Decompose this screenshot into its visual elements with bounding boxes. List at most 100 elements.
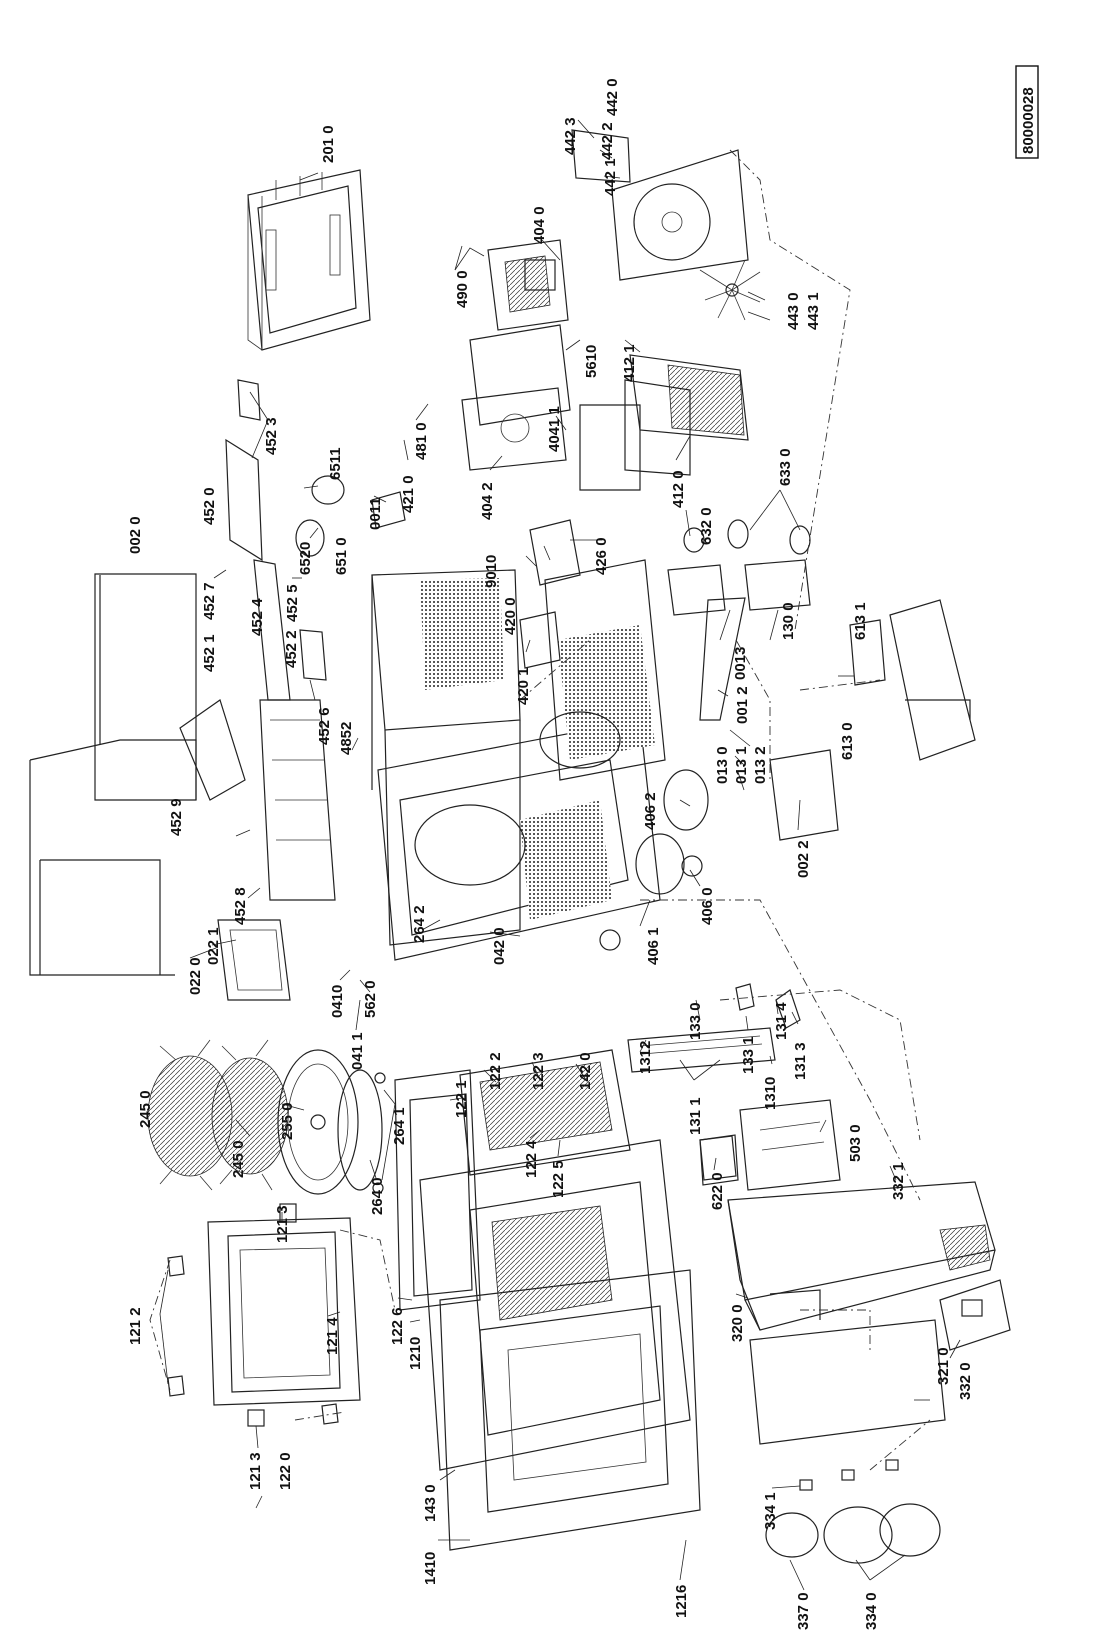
control-knobs [765, 1459, 941, 1564]
roller-ring [337, 1069, 386, 1194]
callout-122-2: 122 2 [487, 1052, 504, 1090]
callout-442-0: 442 0 [604, 78, 621, 116]
callout-1310: 1310 [762, 1077, 779, 1110]
callout-613-1: 613 1 [852, 602, 869, 640]
callout-002-0: 002 0 [127, 516, 144, 554]
callout-442-3: 442 3 [562, 117, 579, 155]
door-front-glass [439, 1269, 701, 1551]
transformer-assembly [579, 354, 749, 491]
callout-332-1: 332 1 [890, 1162, 907, 1200]
callout-1312: 1312 [637, 1041, 654, 1074]
callout-320-0: 320 0 [729, 1304, 746, 1342]
callout-412-1: 412 1 [621, 344, 638, 382]
callout-6511: 6511 [327, 447, 344, 480]
switch-group [667, 519, 811, 616]
callout-002-2: 002 2 [795, 840, 812, 878]
cover-plate [769, 749, 839, 841]
callout-452-6: 452 6 [316, 707, 333, 745]
callout-452-7: 452 7 [201, 582, 218, 620]
callout-334-0: 334 0 [863, 1592, 880, 1630]
callout-334-1: 334 1 [762, 1492, 779, 1530]
fan-motor-assembly [571, 129, 761, 321]
callout-452-0: 452 0 [201, 487, 218, 525]
callout-452-2: 452 2 [283, 630, 300, 668]
callout-412-0: 412 0 [670, 470, 687, 508]
callout-332-0: 332 0 [957, 1362, 974, 1400]
side-cover-part [849, 599, 976, 761]
callout-442-1: 442 1 [602, 158, 619, 196]
callout-1210: 1210 [407, 1337, 424, 1370]
turntable-motor [599, 769, 709, 951]
callout-245-0-b: 245 0 [230, 1140, 247, 1178]
callout-131-3: 131 3 [792, 1042, 809, 1080]
callout-121-3-b: 121 3 [247, 1452, 264, 1490]
leader-lines [159, 119, 961, 1591]
control-panel-housing [727, 1181, 996, 1331]
wiring-paths [149, 149, 931, 1471]
wire-racks [147, 1039, 289, 1191]
callout-201-0: 201 0 [320, 125, 337, 163]
callout-421-0: 421 0 [400, 475, 417, 513]
callout-264-1: 264 1 [391, 1107, 408, 1145]
door-inner-frame [167, 1203, 361, 1427]
callout-406-2: 406 2 [642, 792, 659, 830]
callout-452-1: 452 1 [201, 634, 218, 672]
callout-5610: 5610 [583, 345, 600, 378]
callout-001-2: 001 2 [734, 686, 751, 724]
callout-133-1: 133 1 [740, 1036, 757, 1074]
hinge-rails [179, 379, 336, 901]
callout-633-0: 633 0 [777, 448, 794, 486]
callout-041-1: 041 1 [349, 1032, 366, 1070]
top-frame-part [247, 169, 371, 351]
callout-4852: 4852 [338, 722, 355, 755]
heater-brackets [519, 519, 581, 669]
callout-321-0: 321 0 [935, 1347, 952, 1385]
callout-452-9: 452 9 [168, 798, 185, 836]
document-code: 80000028 [1015, 65, 1039, 159]
callout-452-5: 452 5 [284, 584, 301, 622]
callout-452-4: 452 4 [249, 598, 266, 636]
callout-122-4: 122 4 [523, 1140, 540, 1178]
callout-130-0: 130 0 [780, 602, 797, 640]
callout-122-6: 122 6 [389, 1307, 406, 1345]
callout-443-1: 443 1 [805, 292, 822, 330]
callout-142-0: 142 0 [577, 1052, 594, 1090]
callout-452-3: 452 3 [263, 417, 280, 455]
callout-503-0: 503 0 [847, 1124, 864, 1162]
door-latch-assembly [627, 983, 801, 1073]
callout-0011: 0011 [367, 497, 384, 530]
callout-122-3: 122 3 [530, 1052, 547, 1090]
panel-plate [749, 1289, 946, 1445]
callout-122-5: 122 5 [550, 1160, 567, 1198]
callout-122-0: 122 0 [277, 1452, 294, 1490]
callout-1216: 1216 [673, 1585, 690, 1618]
callout-042-0: 042 0 [491, 927, 508, 965]
callout-632-0: 632 0 [698, 507, 715, 545]
callout-622-0: 622 0 [709, 1172, 726, 1210]
callout-022-1: 022 1 [205, 927, 222, 965]
callout-022-0: 022 0 [187, 957, 204, 995]
callout-121-3-a: 121 3 [274, 1205, 291, 1243]
callout-404-0: 404 0 [531, 206, 548, 244]
callout-121-2: 121 2 [127, 1307, 144, 1345]
door-outer-frame [419, 1139, 691, 1471]
callout-0013: 0013 [732, 647, 749, 680]
callout-337-0: 337 0 [795, 1592, 812, 1630]
callout-490-0: 490 0 [454, 270, 471, 308]
callout-6520: 6520 [297, 542, 314, 575]
lamp-parts [295, 475, 345, 557]
turntable-plate [277, 1049, 359, 1195]
callout-245-0-a: 245 0 [137, 1090, 154, 1128]
callout-labels: 201 0 442 3 442 2 442 1 442 0 404 0 490 … [127, 78, 974, 1630]
callout-121-4: 121 4 [324, 1317, 341, 1355]
hinge-block-part [217, 919, 291, 1001]
callout-1410: 1410 [422, 1552, 439, 1585]
callout-013-0: 013 0 [714, 746, 731, 784]
callout-406-1: 406 1 [645, 927, 662, 965]
document-code-text: 80000028 [1020, 87, 1037, 154]
callout-420-1: 420 1 [515, 667, 532, 705]
callout-131-4: 131 4 [773, 1002, 790, 1040]
callout-9010: 9010 [483, 555, 500, 588]
oven-cavity [371, 559, 666, 961]
clock-block [939, 1279, 1011, 1351]
